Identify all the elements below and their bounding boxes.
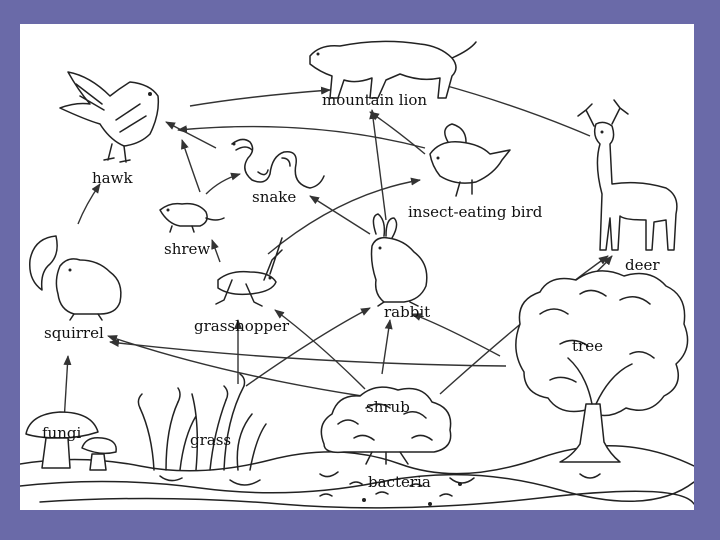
shrew-icon xyxy=(159,202,225,233)
food-web-svg: mountain lion hawk snake insect-eating b… xyxy=(20,40,694,509)
label-snake: snake xyxy=(252,188,296,206)
arrow-rabbit-to-snake xyxy=(309,195,371,235)
label-shrub: shrub xyxy=(366,398,410,416)
label-deer: deer xyxy=(625,256,660,274)
arrow-fungi-to-squirrel xyxy=(63,355,72,423)
label-bacteria: bacteria xyxy=(368,473,431,491)
deer-icon xyxy=(577,99,678,251)
arrow-grasshopper-to-bird xyxy=(267,177,421,255)
label-insect-eating-bird: insect-eating bird xyxy=(408,203,543,221)
fungi-icon xyxy=(25,411,117,471)
arrow-grasshopper-to-shrew xyxy=(211,239,221,263)
tree-icon xyxy=(515,270,689,463)
snake-icon xyxy=(231,138,325,189)
grass-icon xyxy=(137,373,267,471)
shrub-icon xyxy=(320,386,452,465)
arrow-bird-to-lion xyxy=(369,111,426,155)
arrow-shrub-to-grasshopper xyxy=(274,309,366,390)
bacteria-icon xyxy=(319,481,462,506)
food-web-diagram: mountain lion hawk snake insect-eating b… xyxy=(20,24,694,510)
arrow-deer-to-lion xyxy=(439,82,591,137)
arrow-bird-to-hawk xyxy=(177,125,426,149)
arrow-shrub-to-rabbit xyxy=(381,319,393,375)
arrow-shrew-to-hawk xyxy=(181,139,201,193)
arrow-tree-to-rabbit xyxy=(411,313,501,357)
label-squirrel: squirrel xyxy=(44,324,104,342)
squirrel-icon xyxy=(29,235,122,321)
label-shrew: shrew xyxy=(164,240,210,258)
arrow-rabbit-to-lion xyxy=(369,109,387,221)
arrow-squirrel-to-hawk xyxy=(77,183,101,225)
rabbit-icon xyxy=(370,213,428,307)
arrow-shrew-to-snake xyxy=(205,172,241,195)
label-grass: grass xyxy=(190,431,231,449)
grasshopper-icon xyxy=(215,237,283,307)
insect-eating-bird-icon xyxy=(429,123,511,197)
arrow-hawk-to-lion xyxy=(189,86,331,107)
labels: mountain lion hawk snake insect-eating b… xyxy=(42,91,660,491)
label-grasshopper: grasshopper xyxy=(194,317,290,335)
label-tree: tree xyxy=(572,337,603,355)
label-hawk: hawk xyxy=(92,169,133,187)
arrow-snake-to-hawk xyxy=(165,121,217,149)
mountain-lion-icon xyxy=(309,40,477,99)
label-rabbit: rabbit xyxy=(384,303,430,321)
arrow-shrub-to-squirrel xyxy=(107,335,363,397)
label-mountain-lion: mountain lion xyxy=(322,91,427,109)
arrow-grass-to-rabbit xyxy=(245,307,371,387)
label-fungi: fungi xyxy=(42,424,81,442)
hawk-icon xyxy=(59,71,160,163)
arrow-tree-to-squirrel xyxy=(109,339,507,367)
food-web-arrows xyxy=(63,82,613,423)
